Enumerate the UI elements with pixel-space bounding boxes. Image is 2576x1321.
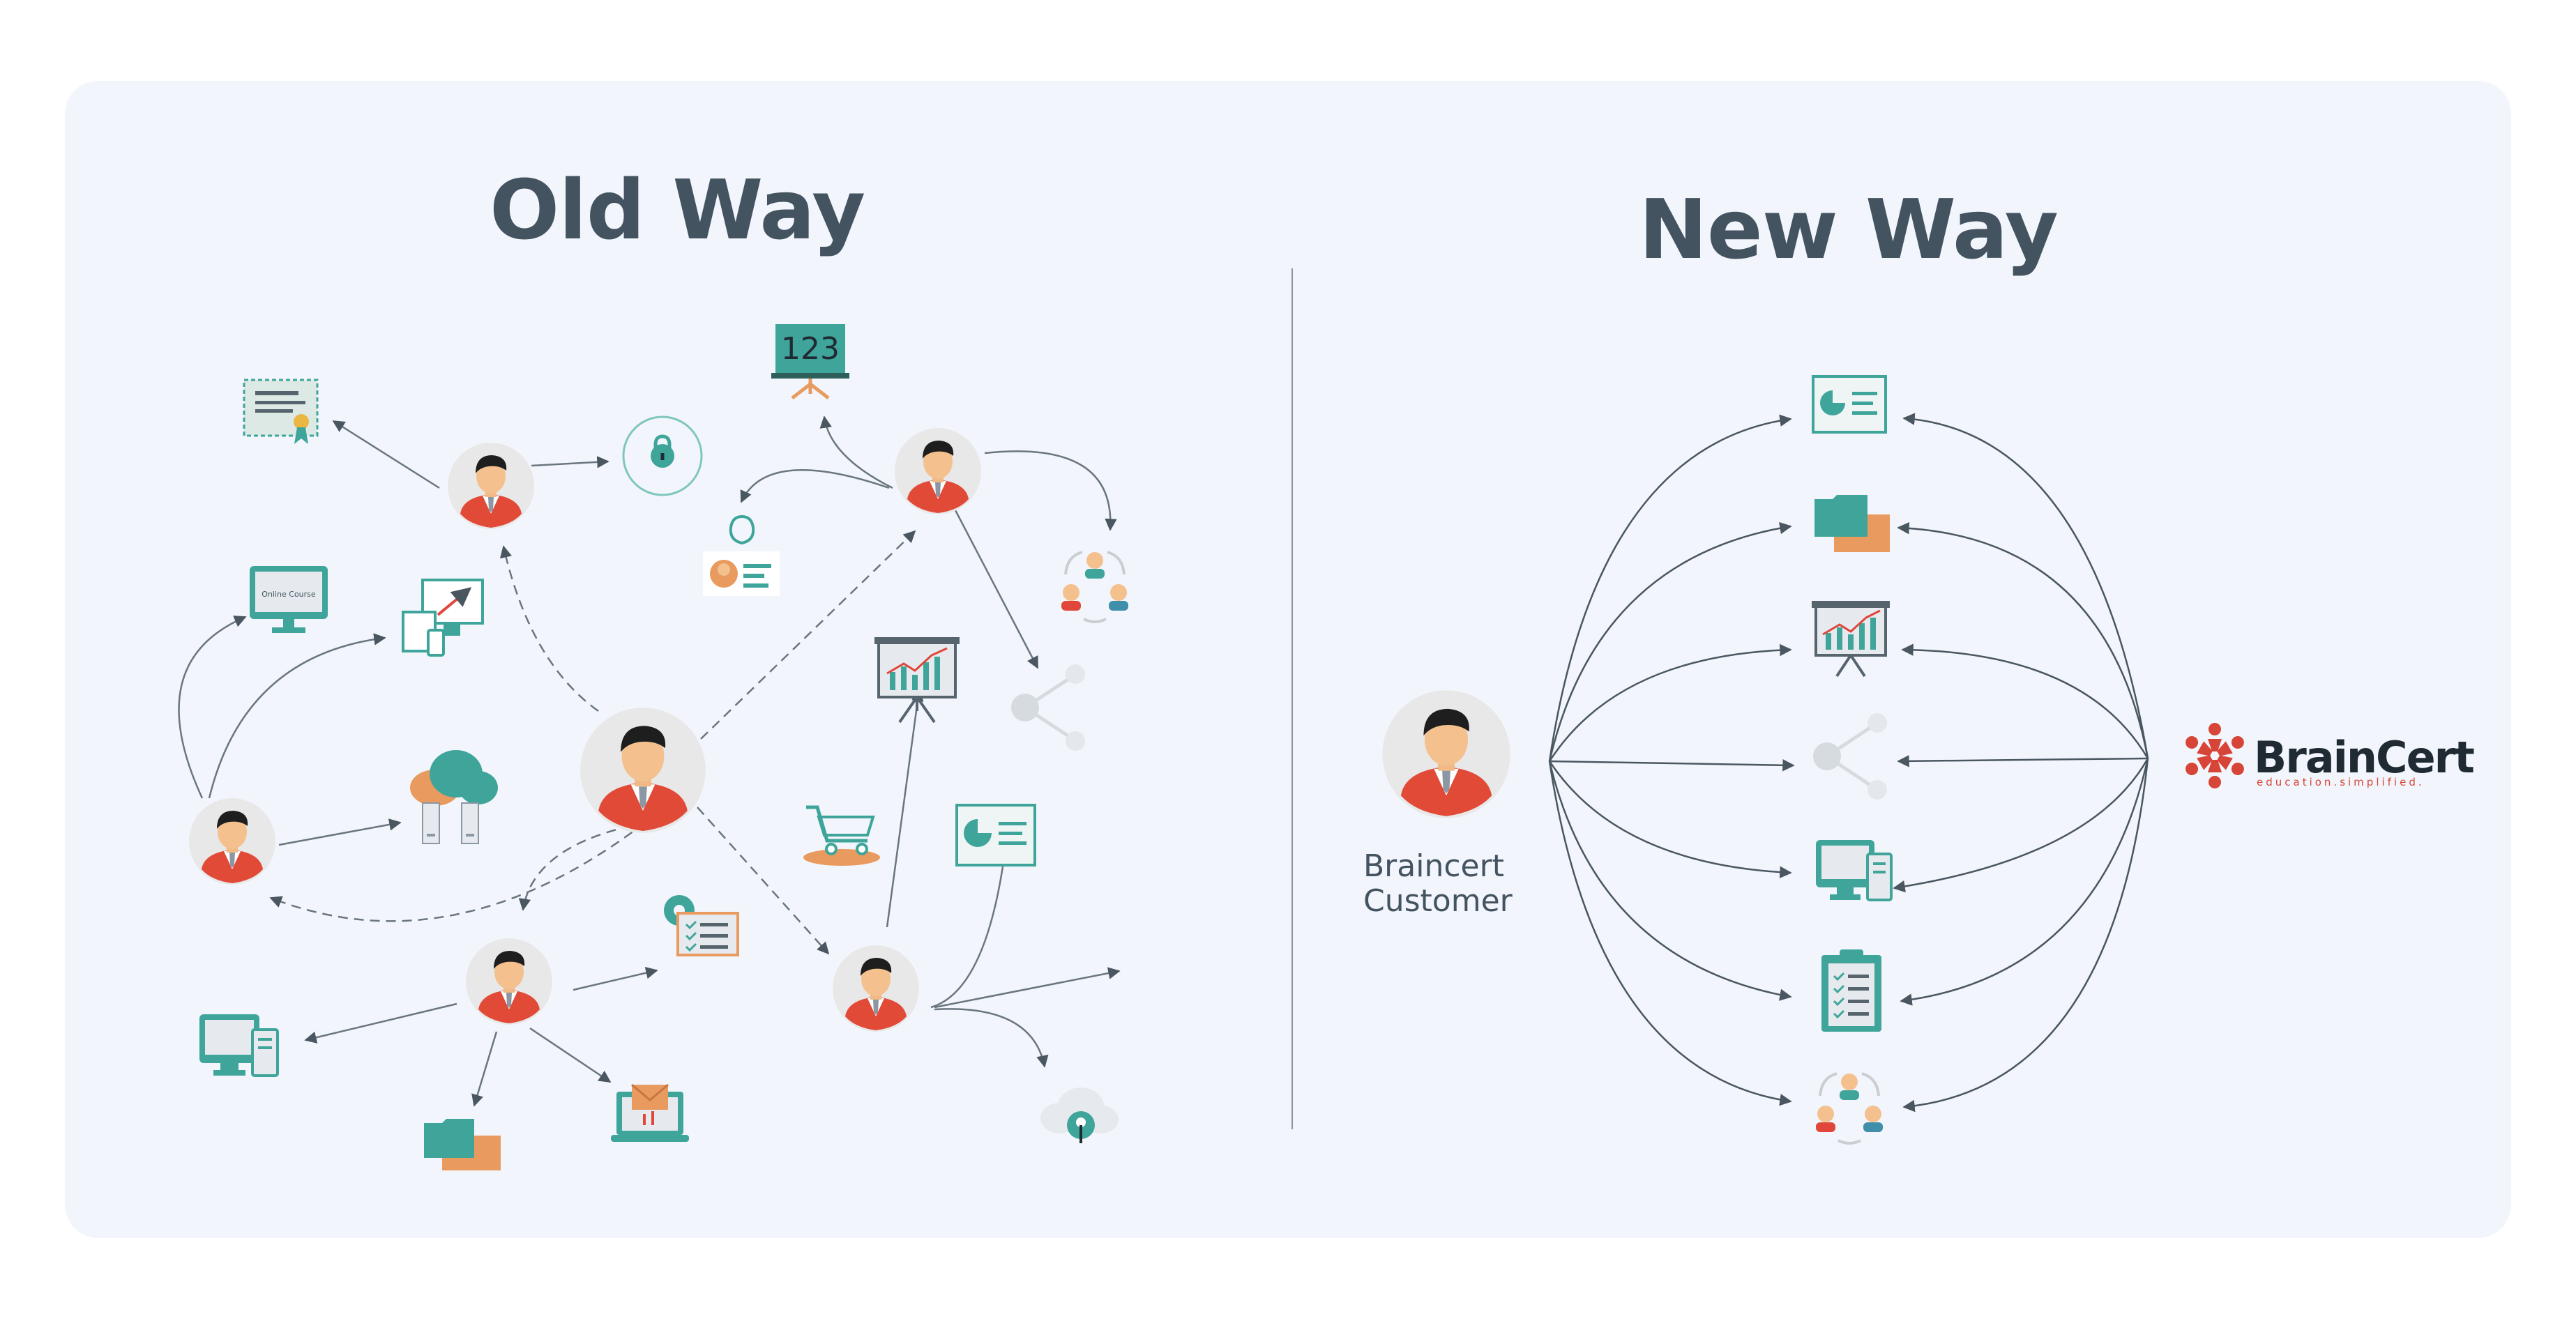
desktop-computer-icon <box>1816 840 1893 901</box>
connector <box>1902 758 2149 1113</box>
clipboard-checklist-icon <box>1821 949 1881 1032</box>
report-card-icon <box>955 804 1036 866</box>
customer-label: Braincert Customer <box>1363 849 1513 919</box>
brand-tagline: education.simplified. <box>2257 776 2425 788</box>
connector <box>934 967 1121 1009</box>
desktop-computer-icon <box>199 1014 279 1077</box>
connector <box>332 420 440 489</box>
connector <box>1548 761 1792 878</box>
connector <box>518 821 648 911</box>
folders-icon <box>1814 495 1890 552</box>
team-cycle-icon <box>1816 1072 1883 1145</box>
certificate-icon <box>243 379 319 444</box>
customer-avatar <box>1382 690 1510 818</box>
location-profile-icon <box>703 514 780 596</box>
connector <box>930 828 1013 1009</box>
lock-icon <box>622 415 703 496</box>
connector <box>573 967 658 991</box>
connector <box>1549 758 1795 772</box>
person-avatar <box>448 443 534 529</box>
presentation-board-icon: 123 <box>771 324 849 399</box>
connector <box>269 822 646 922</box>
connector <box>471 1031 498 1107</box>
team-cycle-icon <box>1061 551 1128 623</box>
connector <box>697 807 830 955</box>
connector <box>304 1002 457 1044</box>
connector <box>954 510 1039 669</box>
online-course-monitor-icon: Online Course <box>250 566 328 633</box>
svg-text:123: 123 <box>781 331 840 367</box>
new-way-connectors <box>1548 413 2149 1113</box>
connector <box>984 450 1117 531</box>
folders-icon <box>424 1119 501 1170</box>
connector <box>1901 643 2149 759</box>
cloud-server-icon <box>410 750 498 844</box>
person-avatar <box>833 945 919 1032</box>
report-card-icon <box>1812 375 1887 434</box>
connector <box>278 818 402 846</box>
share-network-icon <box>1011 664 1085 751</box>
person-avatar <box>189 798 275 885</box>
customer-label-line1: Braincert <box>1363 848 1504 884</box>
connector <box>531 456 609 468</box>
connector <box>499 545 599 712</box>
person-avatar <box>580 708 706 833</box>
connector <box>1548 761 1792 1001</box>
old-way-title: Old Way <box>490 162 865 258</box>
connector <box>934 1008 1049 1068</box>
connector <box>1893 758 2149 893</box>
person-avatar <box>466 938 552 1025</box>
cloud-security-icon <box>1040 1087 1119 1143</box>
connector <box>1548 761 1792 1106</box>
connector <box>1548 521 1792 762</box>
svg-text:Online Course: Online Course <box>262 590 316 599</box>
connector <box>740 469 890 503</box>
share-network-icon <box>1813 713 1887 800</box>
diagram-panel <box>65 81 2511 1238</box>
braincert-logo-icon <box>2185 723 2244 788</box>
customer-label-line2: Customer <box>1363 883 1513 919</box>
growth-chart-board-icon <box>874 637 960 724</box>
connector <box>1902 413 2149 759</box>
shopping-cart-icon <box>803 805 880 866</box>
laptop-mail-icon <box>611 1083 689 1142</box>
new-way-title: New Way <box>1639 181 2059 277</box>
connector <box>1548 643 1792 762</box>
settings-checklist-icon <box>664 895 739 956</box>
connector <box>208 633 386 799</box>
brand-name: BrainCert <box>2254 732 2475 783</box>
connector <box>1900 758 2149 1006</box>
connector <box>700 530 916 740</box>
multi-device-icon <box>402 579 484 657</box>
connector <box>529 1027 612 1083</box>
connector <box>1897 521 2149 759</box>
old-way-connectors <box>178 415 1121 1107</box>
connector <box>1897 755 2149 768</box>
person-avatar <box>895 428 981 514</box>
connector <box>178 616 247 799</box>
connector <box>819 415 893 489</box>
connector <box>1548 414 1792 762</box>
connector <box>886 689 924 928</box>
growth-chart-board-icon <box>1812 601 1890 678</box>
